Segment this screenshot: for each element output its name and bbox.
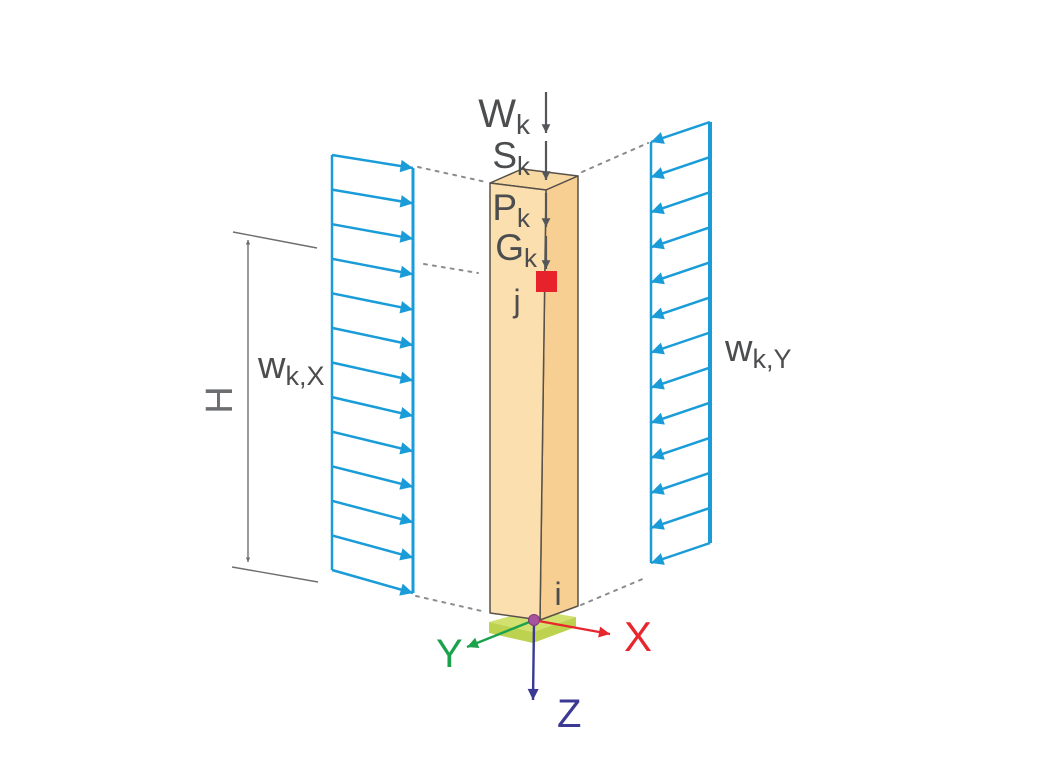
load-label-wk-subscript: k [516,109,531,140]
axis-z: Z [527,621,581,736]
wind-label-y: wk,Y [724,328,791,374]
wind-load-panel-right [649,120,712,565]
wind-arrows-x [331,153,414,596]
wind-arrow [331,222,414,243]
load-label-pk-symbol: P [492,187,517,228]
wind-arrow [650,331,711,355]
wind-label-y-subscript: k,Y [752,344,791,374]
wind-load-panel-left [330,153,415,596]
axis-y: Y [436,619,533,676]
wind-arrow [650,261,711,285]
load-label-gk: Gk [495,227,538,273]
load-label-sk: Sk [492,135,531,181]
base-plate-right-face [533,617,576,643]
load-label-gk-subscript: k [524,243,538,273]
load-label-sk-subscript: k [517,151,531,181]
load-label-wk-symbol: W [478,92,516,136]
wind-arrow [331,430,414,455]
origin-node-dot [528,614,540,626]
load-label-pk: Pk [492,187,531,233]
wind-arrow [650,401,711,425]
node-j-label: j [512,283,520,319]
wind-arrow [650,191,711,215]
axis-x: X [535,613,652,660]
wind-arrow [650,296,711,320]
dimension-label: H [199,386,241,413]
projection-dotted-lines [415,142,649,613]
wind-arrow [331,395,414,420]
wind-arrow [650,471,711,495]
z-axis-label-text: Z [557,692,581,736]
load-label-gk-symbol: G [495,227,524,268]
load-label-pk-subscript: k [517,203,531,233]
wind-arrow [650,120,711,144]
z-axis-line [527,621,539,701]
wind-arrow [331,465,414,490]
wind-label-x-symbol: w [257,345,286,387]
wind-arrow [331,568,414,596]
height-dimension [231,231,319,583]
wind-label-y-symbol: w [724,328,753,370]
z-axis-label: Z [557,692,581,736]
dimension-label-text: H [199,386,241,413]
dotted-line-right-bottom [580,577,646,606]
wind-arrow [331,361,414,384]
node-j-marker [536,271,557,292]
dotted-line-left-node-j [423,263,479,274]
x-axis-label: X [624,613,652,660]
wind-arrow [331,153,414,173]
y-axis-line [466,619,533,649]
wind-arrow [650,366,711,390]
base-plate-left-face [489,622,533,643]
wind-arrow [650,226,711,250]
node-i-label: i [554,576,561,612]
wind-arrow [650,541,711,565]
wind-arrow [331,257,414,279]
wind-arrows-y [650,120,711,565]
dotted-line-left-bottom [415,595,487,613]
load-label-wk: Wk [478,92,531,140]
wind-arrow [331,188,414,208]
wind-arrow [331,534,414,561]
wind-arrow [331,326,414,349]
wind-arrow [650,506,711,530]
x-axis-line [535,619,611,638]
dotted-line-right-top [581,142,649,173]
node-i-label-text: i [554,576,561,612]
diagram-labels: Wk Sk Pk Gk j i wk,X wk,Y [257,92,791,612]
wind-arrow [650,436,711,460]
dotted-line-left-top [417,166,487,183]
wind-arrow [331,292,414,314]
load-label-sk-symbol: S [492,135,517,176]
y-axis-label-text: Y [436,632,463,676]
wind-label-x-subscript: k,X [285,361,324,391]
dimension-extension-bottom [231,566,319,583]
wind-label-x: wk,X [257,345,324,391]
y-axis-label: Y [436,632,463,676]
x-axis-label-text: X [624,613,652,660]
dimension-extension-top [232,231,318,249]
wind-arrow [331,499,414,526]
node-j-label-text: j [512,283,520,319]
wind-arrow [650,155,711,180]
